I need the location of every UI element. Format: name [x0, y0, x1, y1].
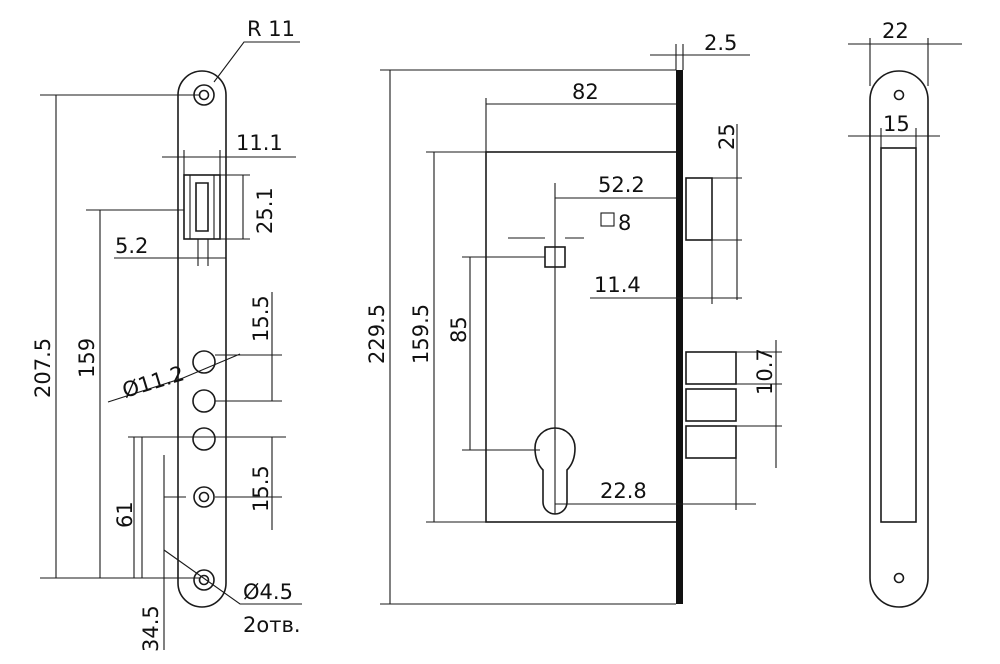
lock-body: [485, 151, 680, 523]
dim-outer-width: 22: [882, 19, 909, 43]
dim-screw-count: 2отв.: [243, 613, 301, 637]
dim-body-depth: 82: [572, 80, 599, 104]
latch-bolt: [685, 177, 713, 241]
screw-hole-middle: [193, 486, 215, 508]
dim-spindle-square: 8: [618, 211, 631, 235]
deadbolt-1: [685, 351, 737, 385]
faceplate-screw-top: [893, 89, 905, 101]
dim-inner-height: 159: [75, 338, 99, 378]
dim-hole-spacing-top: 15.5: [249, 295, 273, 342]
deadbolt-2: [685, 388, 737, 422]
deadbolt-3: [685, 425, 737, 459]
dim-latch-offset: 11.4: [594, 273, 641, 297]
strike-hole-3: [192, 427, 216, 451]
dim-inner-width: 15: [883, 112, 910, 136]
dim-cutout-width: 11.1: [236, 131, 283, 155]
faceplate: [676, 70, 683, 604]
faceplate-screw-bottom: [893, 572, 905, 584]
screw-hole-bottom: [193, 569, 215, 591]
dim-total-height-body: 229.5: [365, 304, 389, 364]
dim-backset-spindle: 52.2: [598, 173, 645, 197]
strike-plate-view: R 11 11.1 25.1 5.2 207.5 159 15.5 Ø11.2 …: [31, 17, 302, 652]
faceplate-slot: [880, 147, 917, 523]
square-symbol: [600, 212, 615, 227]
faceplate-front-view: 22 15: [848, 19, 962, 608]
dim-cylinder-offset: 22.8: [600, 479, 647, 503]
dim-latch-height: 25: [715, 123, 739, 150]
cylinder-keyhole: [534, 427, 576, 515]
dim-center-distance: 85: [447, 316, 471, 343]
dim-hole-spacing-bottom: 15.5: [249, 465, 273, 512]
lock-body-view: 2.5 82 25 52.2 8 11.4 229.5 159.5 85 10.…: [365, 31, 782, 605]
dim-total-height: 207.5: [31, 338, 55, 398]
dim-screw-diameter: Ø4.5: [243, 580, 293, 604]
dim-offset: 5.2: [115, 234, 148, 258]
faceplate-outline: [869, 70, 929, 608]
dim-lower-distance: 61: [113, 501, 137, 528]
dim-body-height: 159.5: [409, 304, 433, 364]
dim-hole-diameter: Ø11.2: [119, 361, 187, 402]
dim-bottom-distance: 34.5: [139, 605, 163, 652]
dim-cutout-height: 25.1: [253, 187, 277, 234]
dim-faceplate-thickness: 2.5: [704, 31, 737, 55]
dim-bolt-height: 10.7: [753, 348, 777, 395]
strike-hole-1: [192, 350, 216, 374]
strike-hole-2: [192, 389, 216, 413]
dim-radius: R 11: [247, 17, 295, 41]
